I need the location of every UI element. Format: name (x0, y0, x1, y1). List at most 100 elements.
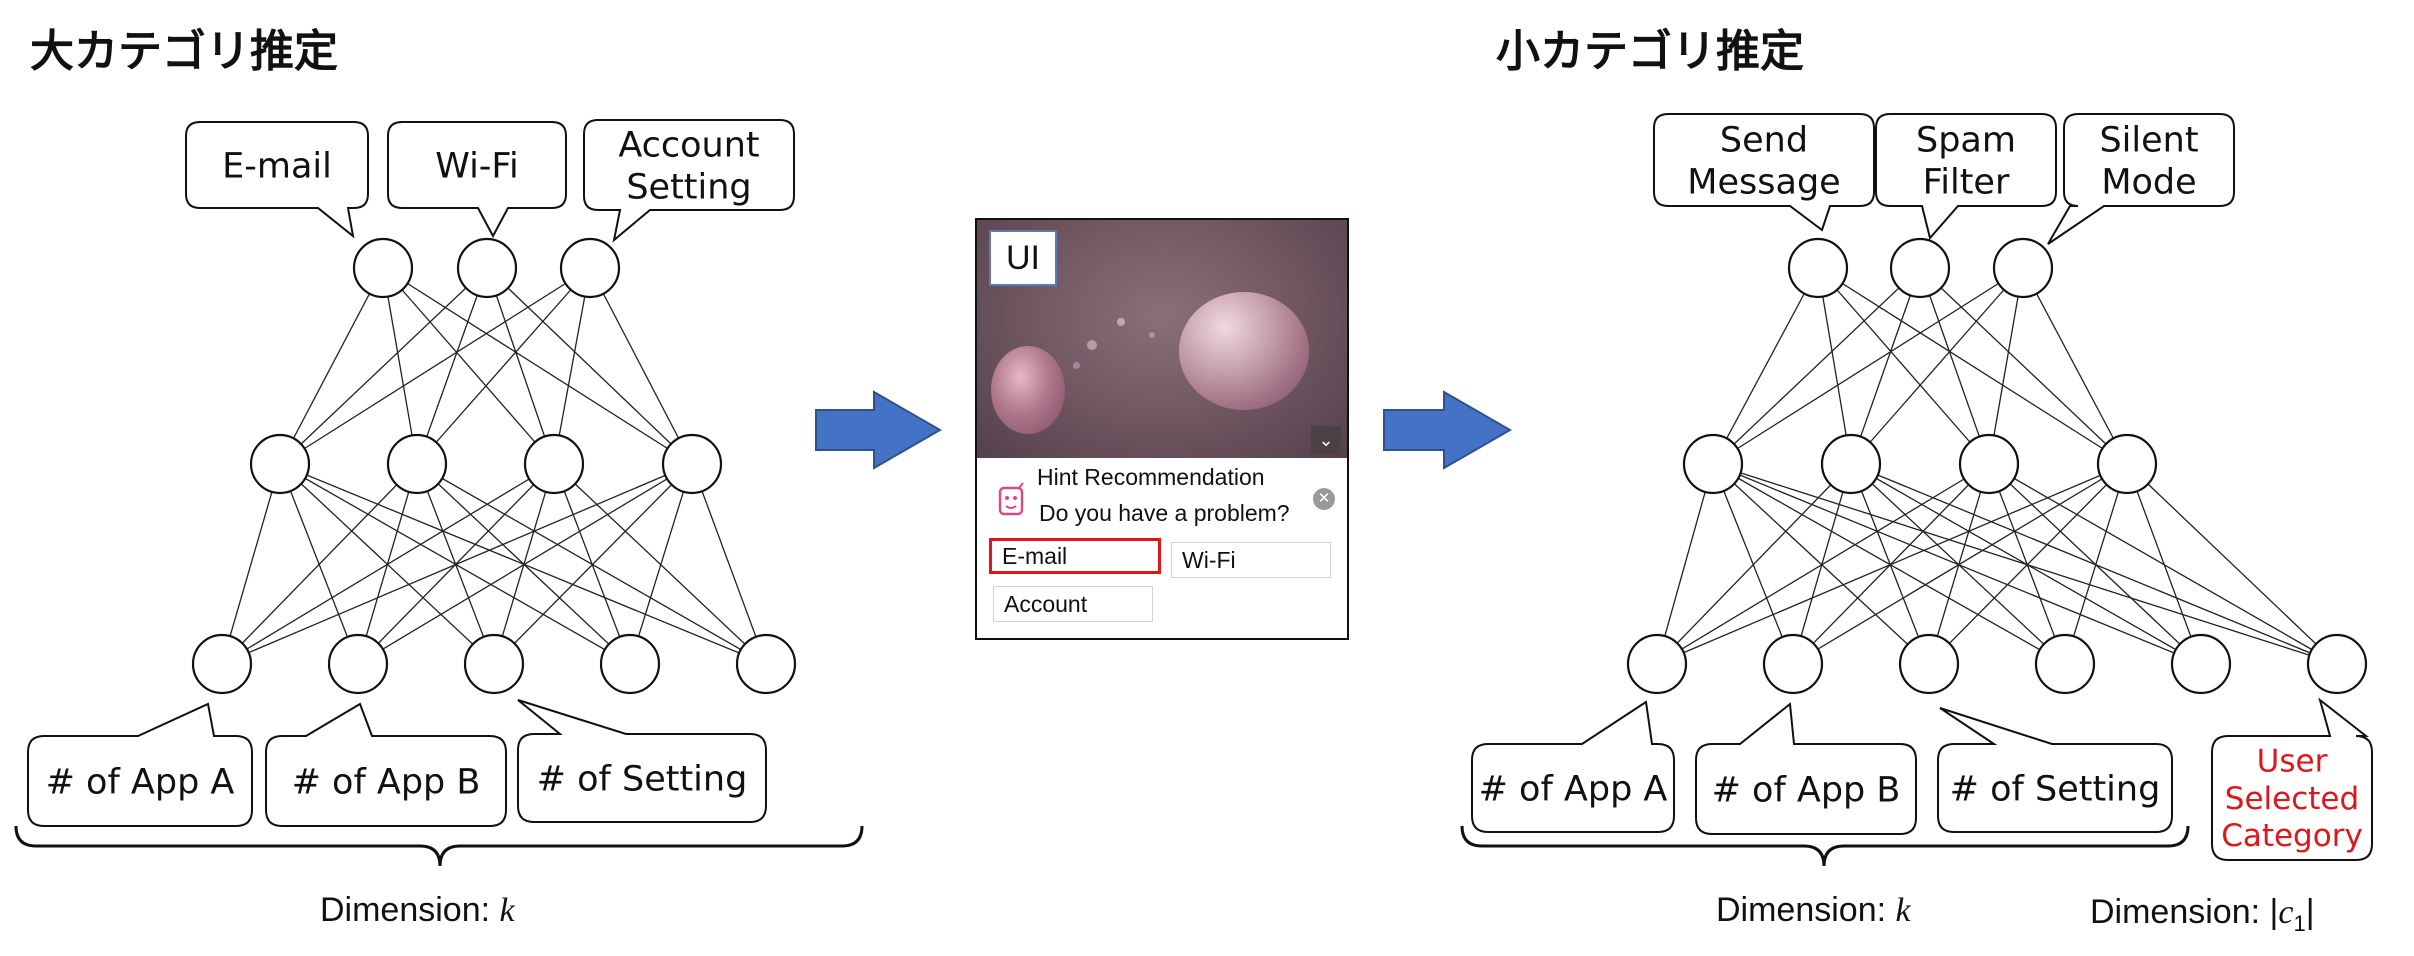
chevron-down-icon[interactable]: ⌄ (1311, 426, 1341, 454)
network-edge (2022, 267, 2128, 465)
network-edge (553, 463, 631, 665)
network-edge (1919, 267, 2128, 465)
input-label: # of Setting (537, 759, 748, 799)
right-dimension-label: Dimension: k (1716, 891, 1912, 929)
network-edge (1817, 267, 2128, 465)
left-title: 大カテゴリ推定 (30, 26, 338, 77)
network-edge (221, 463, 555, 665)
neuron-node (559, 237, 621, 299)
network-edge (1712, 267, 1921, 465)
network-edge (416, 267, 591, 465)
network-edge (1988, 267, 2024, 465)
hint-question: Do you have a problem? (1039, 500, 1290, 526)
input-label: # of App B (1712, 770, 1901, 810)
neuron-node (599, 633, 661, 695)
network-edge (1850, 463, 2338, 665)
chip-account[interactable]: Account (993, 586, 1153, 622)
hint-robot-icon (998, 482, 1024, 516)
output-callout (185, 121, 369, 239)
neuron-node (191, 633, 253, 695)
chip-wifi[interactable]: Wi-Fi (1171, 542, 1331, 578)
droplet-tiny-2 (1117, 318, 1125, 326)
network-edge (486, 267, 555, 465)
network-edge (1850, 267, 1921, 465)
left-dimension-label: Dimension: k (320, 891, 516, 929)
neuron-node (2170, 633, 2232, 695)
neuron-node (2096, 433, 2158, 495)
input-label: # of App A (46, 762, 235, 802)
extra-input-callout (2211, 697, 2373, 861)
output-label: Wi-Fi (435, 146, 519, 186)
neuron-node (1820, 433, 1882, 495)
network-edge (486, 267, 693, 465)
network-edge (1850, 463, 2066, 665)
network-edge (493, 463, 693, 665)
droplet-large (1179, 292, 1309, 410)
neuron-node (456, 237, 518, 299)
network-edge (221, 463, 281, 665)
network-edge (553, 463, 767, 665)
network-edge (553, 267, 591, 465)
network-edge (1850, 267, 2024, 465)
ui-label: UI (989, 230, 1057, 286)
network-edge (589, 267, 693, 465)
output-callout (1875, 113, 2057, 241)
network-edge (1919, 267, 1990, 465)
output-callout (583, 119, 795, 243)
neuron-node (735, 633, 797, 695)
network-edge (629, 463, 693, 665)
network-edge (1656, 463, 1714, 665)
network-edge (1792, 463, 2128, 665)
network-edge (1712, 463, 1930, 665)
input-label: # of Setting (1950, 769, 2161, 809)
network-edge (416, 267, 488, 465)
network-edge (1712, 463, 2066, 665)
right-brace (1460, 825, 2190, 867)
neuron-node (1958, 433, 2020, 495)
input-callout (1695, 702, 1917, 835)
output-callout (387, 121, 567, 239)
output-callout (1653, 113, 1875, 232)
network-edge (1712, 463, 2202, 665)
network-edge (2064, 463, 2128, 665)
hint-title: Hint Recommendation (1037, 464, 1265, 490)
network-edge (221, 463, 418, 665)
droplet-tiny-4 (1073, 362, 1080, 369)
neuron-node (661, 433, 723, 495)
network-edge (2126, 463, 2338, 665)
network-edge (1712, 267, 2024, 465)
arrow-from-ui (1383, 390, 1513, 470)
network-edge (1850, 463, 1930, 665)
network-edge (1988, 463, 2338, 665)
network-edge (221, 463, 693, 665)
network-edge (1928, 463, 2128, 665)
left-brace (14, 825, 864, 867)
network-edge (1656, 463, 2128, 665)
network-edge (357, 463, 693, 665)
neuron-node (1787, 237, 1849, 299)
network-edge (279, 267, 488, 465)
input-callout (517, 699, 767, 823)
neuron-node (1889, 237, 1951, 299)
neuron-node (523, 433, 585, 495)
neuron-node (2306, 633, 2368, 695)
network-edge (2126, 463, 2202, 665)
chip-email[interactable]: E-mail (989, 538, 1161, 574)
network-edge (1850, 463, 2202, 665)
input-callout (1937, 707, 2173, 833)
neuron-node (1682, 433, 1744, 495)
neuron-node (386, 433, 448, 495)
input-callout (27, 702, 253, 827)
neuron-node (2034, 633, 2096, 695)
input-label: # of App A (1479, 769, 1668, 809)
network-edge (1656, 463, 1852, 665)
close-icon[interactable]: ✕ (1313, 488, 1335, 510)
ui-panel: UI ⌄ Hint Recommendation Do you have a p… (975, 218, 1349, 640)
